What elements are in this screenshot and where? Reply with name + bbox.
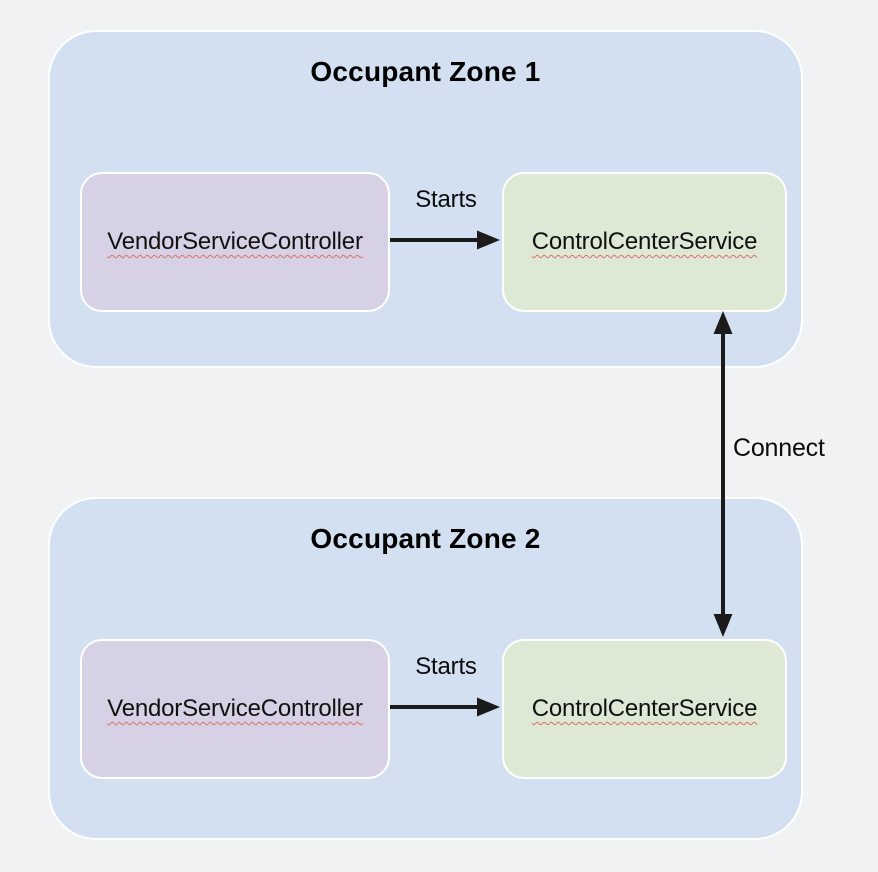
zone-1-vendor-service-controller-box: VendorServiceController <box>80 172 390 312</box>
occupant-zone-2: Occupant Zone 2 VendorServiceController … <box>48 497 803 840</box>
zone-1-control-center-service-box: ControlCenterService <box>502 172 787 312</box>
zone-2-title: Occupant Zone 2 <box>310 523 541 554</box>
occupant-zone-1: Occupant Zone 1 VendorServiceController … <box>48 30 803 368</box>
zone-2-vendor-service-controller-box: VendorServiceController <box>80 639 390 779</box>
connect-edge-label: Connect <box>733 434 825 462</box>
zone-1-title: Occupant Zone 1 <box>310 56 541 87</box>
zone-1-vendor-service-controller-label: VendorServiceController <box>107 228 363 255</box>
zone-1-control-center-service-label: ControlCenterService <box>531 228 758 255</box>
zone-2-control-center-service-box: ControlCenterService <box>502 639 787 779</box>
zone-2-starts-edge-label: Starts <box>415 653 477 680</box>
zone-2-control-center-service-label: ControlCenterService <box>531 695 758 722</box>
zone-1-starts-edge-label: Starts <box>415 186 477 213</box>
zone-2-vendor-service-controller-label: VendorServiceController <box>107 695 363 722</box>
